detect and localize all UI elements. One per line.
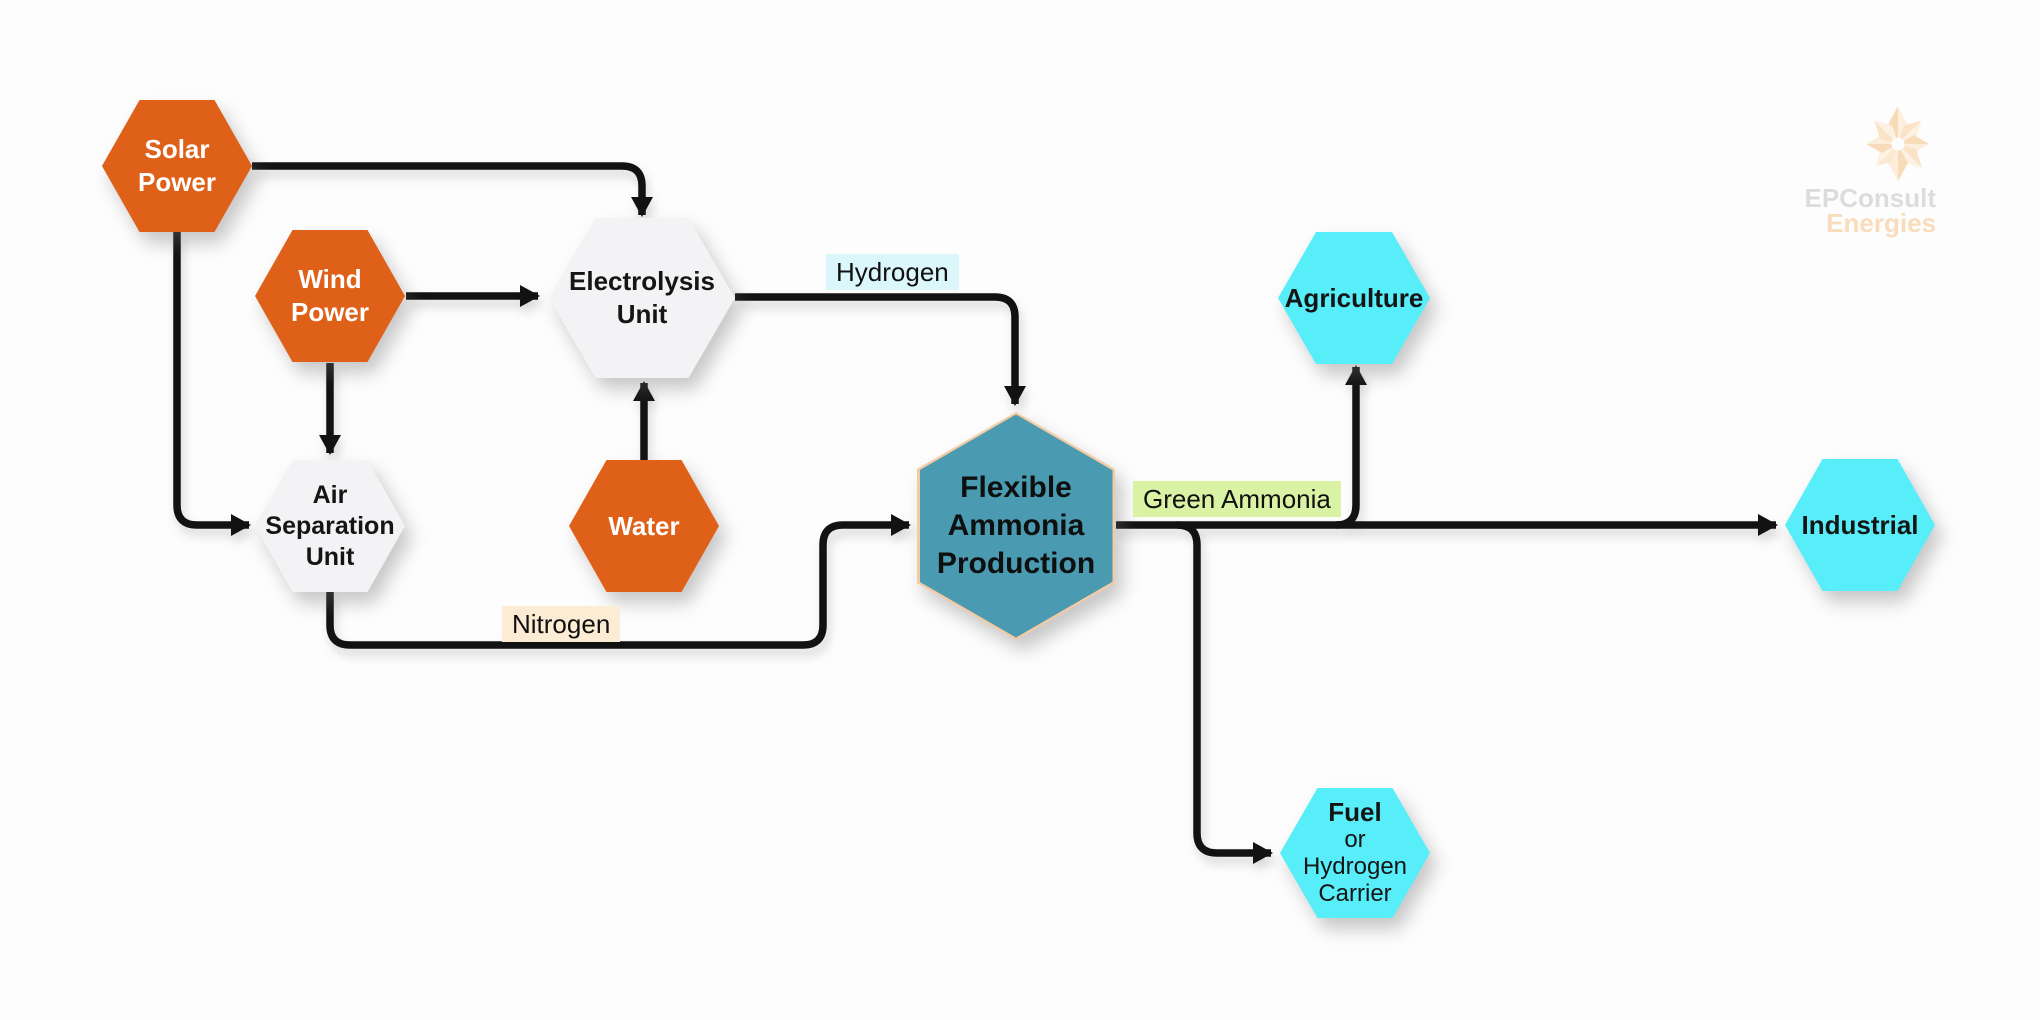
edge-ammonia-to-agriculture: [1335, 365, 1367, 529]
node-label-line: Air: [312, 480, 348, 509]
node-industrial: Industrial: [1785, 459, 1935, 591]
node-label-line: Water: [608, 510, 680, 541]
edge-electrolysis-to-ammonia-hydrogen: [735, 293, 1026, 406]
node-label-line: Wind: [298, 264, 362, 294]
node-water: Water: [569, 460, 719, 592]
node-label-line: Fuel: [1328, 797, 1382, 827]
node-electrolysis-unit: Electrolysis Unit: [549, 218, 735, 378]
node-label-line: Ammonia: [947, 509, 1085, 542]
node-label-line: Carrier: [1318, 880, 1392, 907]
node-wind-power: Wind Power: [255, 230, 405, 362]
node-label-line: Unit: [616, 299, 668, 329]
node-label-line: Flexible: [960, 471, 1072, 504]
node-label-line: Power: [290, 297, 370, 327]
node-label-line: Electrolysis: [569, 266, 715, 296]
node-label-line: Separation: [265, 511, 395, 540]
node-fuel-or-hydrogen-carrier: Fuel or Hydrogen Carrier: [1280, 788, 1430, 918]
edge-label-green-ammonia: Green Ammonia: [1133, 481, 1341, 517]
node-label-line: Production: [936, 547, 1096, 580]
edge-ammonia-to-fuel: [1176, 521, 1273, 864]
edge-solar-to-air-separation: [173, 232, 251, 536]
node-label-line: Solar: [144, 134, 210, 164]
star-logo-icon: [1866, 106, 1929, 181]
edge-label-nitrogen: Nitrogen: [502, 606, 621, 642]
node-label-line: Hydrogen: [1302, 853, 1408, 880]
node-flexible-ammonia-production: Flexible Ammonia Production: [917, 412, 1115, 640]
node-agriculture: Agriculture: [1278, 232, 1430, 364]
node-air-separation-unit: Air Separation Unit: [255, 460, 405, 592]
node-label-line: Power: [137, 167, 217, 197]
logo-name: EPConsult: [1804, 183, 1936, 213]
edge-solar-to-electrolysis: [252, 162, 653, 217]
node-solar-power: Solar Power: [102, 100, 252, 232]
node-label-line: Unit: [305, 542, 355, 571]
edge-label-hydrogen: Hydrogen: [826, 254, 959, 290]
node-label-line: or: [1344, 826, 1366, 853]
edge-air-separation-to-ammonia-nitrogen: [326, 514, 911, 649]
logo-suffix: Energies: [1826, 208, 1936, 238]
node-label-line: Agriculture: [1284, 282, 1424, 313]
node-label-line: Industrial: [1801, 509, 1919, 540]
